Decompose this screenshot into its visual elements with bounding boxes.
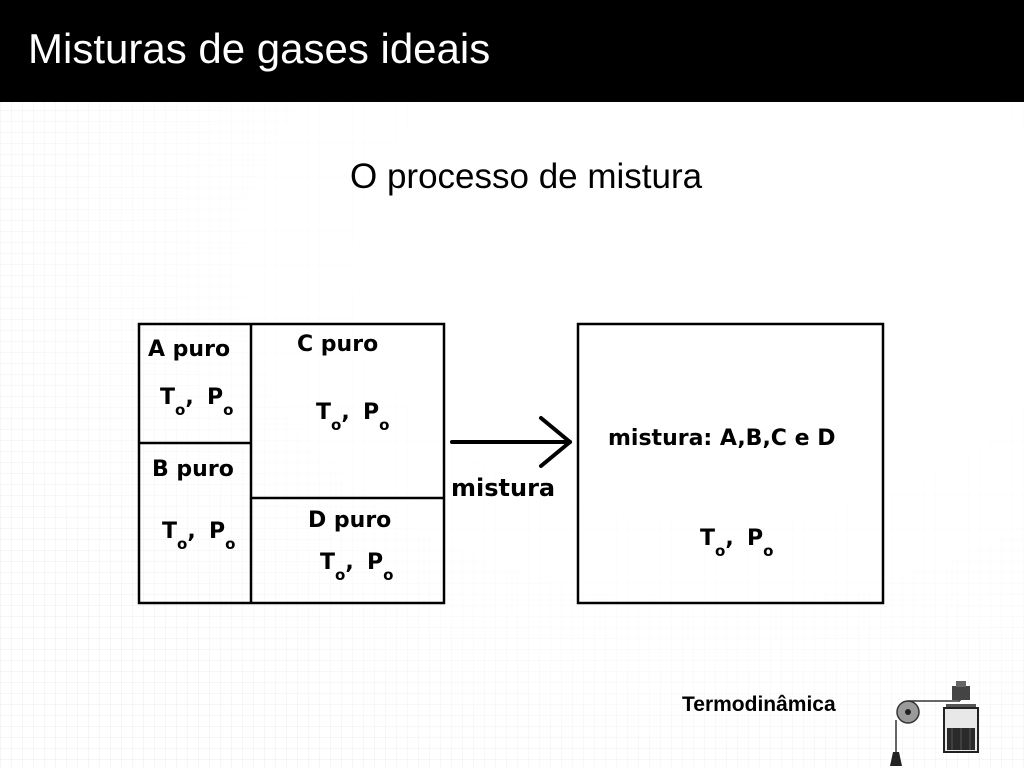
footer-label: Termodinâmica: [682, 693, 836, 716]
weight-pulley-icon: [890, 681, 979, 766]
initial-container-outline: [137, 322, 446, 605]
compartment-a-label: A puro: [148, 337, 230, 362]
compartment-c-label: C puro: [297, 332, 378, 357]
compartment-b: B puro To, Po: [152, 457, 235, 553]
mixture-temperature: To,: [700, 526, 734, 560]
arrow-label: mistura: [451, 474, 555, 502]
compartment-d-pressure: Po: [367, 550, 393, 584]
compartment-a: A puro To, Po: [148, 337, 233, 419]
compartment-b-label: B puro: [152, 457, 234, 482]
mixture-label: mistura: A,B,C e D: [608, 426, 835, 451]
compartment-c: C puro To, Po: [297, 332, 389, 434]
compartment-a-temperature: To,: [160, 385, 194, 419]
mixing-arrow: [450, 416, 572, 468]
compartment-b-temperature: To,: [162, 519, 196, 553]
compartment-c-pressure: Po: [363, 400, 389, 434]
slide-subtitle: O processo de mistura: [350, 157, 703, 196]
mixture-container-outline: [576, 322, 885, 605]
compartment-d: D puro To, Po: [308, 508, 393, 584]
initial-state-container: [137, 322, 446, 605]
arrow-head: [539, 416, 572, 468]
compartment-b-pressure: Po: [209, 519, 235, 553]
compartment-d-label: D puro: [308, 508, 391, 533]
slide-title: Misturas de gases ideais: [28, 25, 491, 72]
compartment-a-pressure: Po: [207, 385, 233, 419]
mixture-pressure: Po: [747, 526, 773, 560]
compartment-d-temperature: To,: [320, 550, 354, 584]
compartment-c-temperature: To,: [316, 400, 350, 434]
title-bar: Misturas de gases ideais: [0, 0, 1024, 102]
